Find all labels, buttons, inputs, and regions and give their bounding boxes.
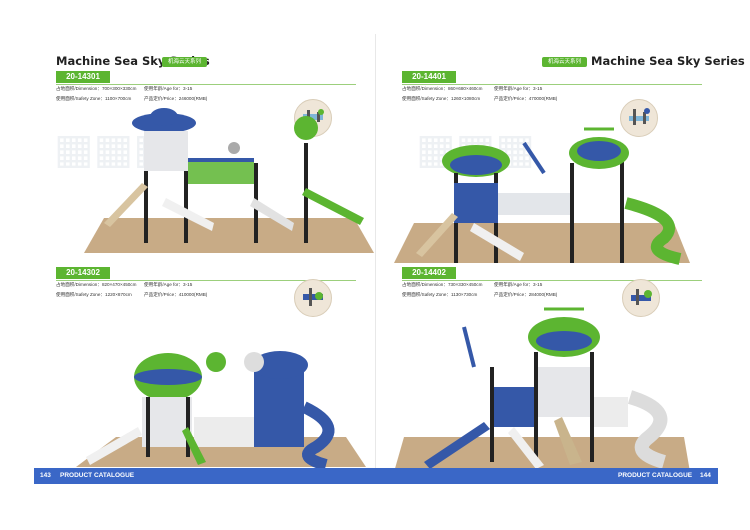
spec-safety-zone: 使用面积/Safety Zone：1220×870cm (56, 292, 132, 297)
product-code: 20-14402 (402, 267, 456, 279)
spec-divider (56, 280, 356, 281)
product-thumbnail-badge (620, 99, 658, 137)
spec-price: 产品定价/Price：284000(RMB) (494, 292, 558, 297)
product-card: 20-14402 占地面积/Dimension：730×330×450cm 使用… (394, 267, 702, 472)
spec-age: 使用年龄/Age for：3-15 (144, 282, 193, 287)
footer-label: PRODUCT CATALOGUE (618, 472, 693, 479)
page-number: 143 (40, 472, 51, 479)
spec-dimension: 占地面积/Dimension：700×300×330cm (56, 86, 137, 91)
footer-label: PRODUCT CATALOGUE (60, 472, 135, 479)
page-footer: PRODUCT CATALOGUE 144 (376, 468, 718, 484)
spec-divider (402, 280, 702, 281)
right-page: ▦▦▦ 机海云天系列 Machine Sea Sky Series 20-144… (376, 34, 745, 484)
page-number: 144 (700, 472, 711, 479)
page-gutter (375, 34, 376, 468)
series-tag: 机海云天系列 (542, 57, 588, 67)
spec-dimension: 占地面积/Dimension：860×680×460cm (402, 86, 483, 91)
series-tag: 机海云天系列 (162, 57, 208, 67)
spec-dimension: 占地面积/Dimension：820×470×450cm (56, 282, 137, 287)
spec-safety-zone: 使用面积/Safety Zone：1130×730cm (402, 292, 478, 297)
product-code: 20-14301 (56, 71, 110, 83)
product-thumbnail-badge (294, 279, 332, 317)
spec-dimension: 占地面积/Dimension：730×330×450cm (402, 282, 483, 287)
product-code: 20-14401 (402, 71, 456, 83)
catalogue-spread: ▦▦▦ Machine Sea Sky Series 机海云天系列 20-143… (34, 34, 745, 484)
product-card: 20-14301 占地面积/Dimension：700×300×330cm 使用… (56, 71, 374, 271)
spec-safety-zone: 使用面积/Safety Zone：1260×1080cm (402, 96, 481, 101)
left-page: ▦▦▦ Machine Sea Sky Series 机海云天系列 20-143… (34, 34, 376, 484)
spec-price: 产品定价/Price：410000(RMB) (144, 292, 208, 297)
playground-illustration (84, 108, 374, 253)
spec-age: 使用年龄/Age for：3-15 (144, 86, 193, 91)
spec-price: 产品定价/Price：246000(RMB) (144, 96, 208, 101)
playground-illustration (394, 307, 690, 472)
spec-price: 产品定价/Price：470000(RMB) (494, 96, 558, 101)
playground-illustration (394, 127, 690, 265)
page-footer: 143 PRODUCT CATALOGUE (34, 468, 376, 484)
spec-divider (402, 84, 702, 85)
playground-illustration (76, 351, 366, 471)
product-card: 20-14302 占地面积/Dimension：820×470×450cm 使用… (56, 267, 366, 471)
product-thumbnail-badge (622, 279, 660, 317)
series-title: Machine Sea Sky Series (591, 54, 745, 68)
spec-divider (56, 84, 356, 85)
product-code: 20-14302 (56, 267, 110, 279)
product-card: 20-14401 占地面积/Dimension：860×680×460cm 使用… (394, 71, 702, 271)
spec-age: 使用年龄/Age for：3-15 (494, 86, 543, 91)
spec-age: 使用年龄/Age for：3-15 (494, 282, 543, 287)
spec-safety-zone: 使用面积/Safety Zone：1100×700cm (56, 96, 132, 101)
